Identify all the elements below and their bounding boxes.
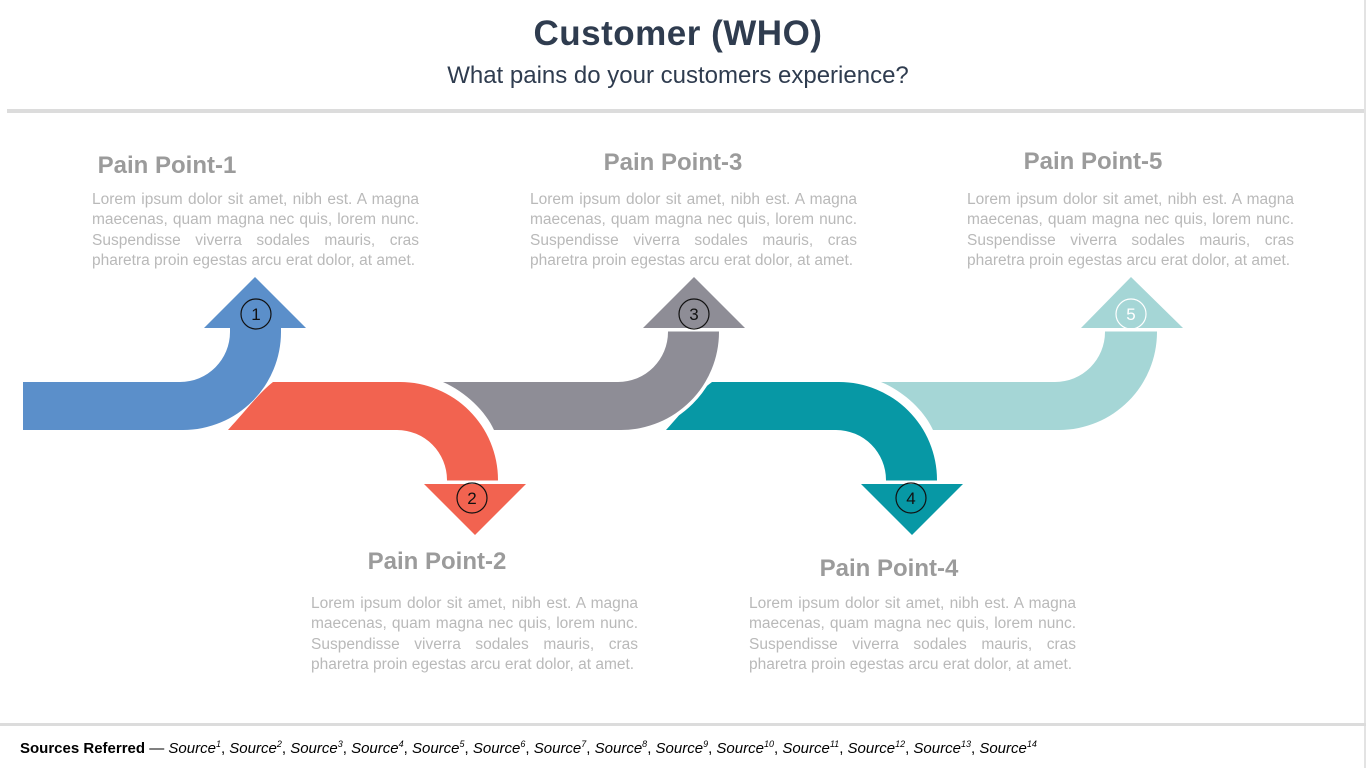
source-number: 4 — [398, 739, 404, 749]
step-badge-2: 2 — [456, 482, 488, 514]
step-badge-1: 1 — [240, 298, 272, 330]
source-word: Source — [655, 740, 704, 757]
arrow-4-body — [662, 378, 941, 488]
source-comma: , — [464, 740, 473, 757]
page-title: Customer (WHO) — [533, 14, 823, 53]
source-word: Source — [716, 740, 764, 757]
pain-point-2-text: Lorem ipsum dolor sit amet, nibh est. A … — [311, 595, 638, 673]
source-link[interactable]: Source2 — [229, 739, 282, 757]
arrow-1-body — [23, 328, 281, 430]
step-number-1: 1 — [251, 305, 260, 324]
source-link[interactable]: Source11 — [782, 739, 840, 757]
source-number: 12 — [895, 739, 906, 749]
arrow-3 — [439, 273, 749, 434]
source-comma: , — [586, 740, 595, 757]
arrow-1 — [23, 277, 306, 430]
pain-point-3-title: Pain Point-3 — [603, 149, 743, 176]
step-badge-3: 3 — [678, 298, 710, 330]
source-link[interactable]: Source3 — [290, 739, 343, 757]
source-number: 11 — [829, 739, 840, 749]
source-word: Source — [913, 740, 961, 757]
step-number-2: 2 — [467, 489, 476, 508]
source-number: 14 — [1026, 739, 1037, 749]
pain-point-1-text: Lorem ipsum dolor sit amet, nibh est. A … — [92, 191, 419, 269]
source-link[interactable]: Source12 — [847, 739, 906, 757]
right-border — [1364, 0, 1366, 768]
arrow-3-body — [439, 324, 723, 434]
sources-footer: Sources Referred — Source1, Source2, Sou… — [20, 739, 1037, 757]
header-divider — [7, 109, 1364, 113]
source-number: 5 — [459, 739, 465, 749]
footer-divider — [0, 723, 1366, 726]
source-number: 2 — [276, 739, 282, 749]
source-link[interactable]: Source14 — [979, 739, 1037, 757]
pain-point-1-title: Pain Point-1 — [97, 152, 237, 179]
source-comma: , — [403, 740, 412, 757]
source-link[interactable]: Source9 — [655, 739, 709, 757]
source-word: Source — [411, 740, 460, 757]
source-comma: , — [839, 740, 848, 757]
source-word: Source — [351, 740, 399, 757]
step-number-4: 4 — [906, 489, 915, 508]
source-comma: , — [647, 740, 656, 757]
pain-point-4-title: Pain Point-4 — [819, 555, 959, 582]
arrow-3-head — [639, 273, 749, 332]
arrow-2-body — [224, 378, 502, 488]
step-badge-5: 5 — [1115, 298, 1147, 330]
source-word: Source — [472, 740, 521, 757]
source-word: Source — [229, 740, 277, 757]
source-link[interactable]: Source6 — [472, 739, 526, 757]
source-link[interactable]: Source4 — [351, 739, 404, 757]
sources-label: Sources Referred — [20, 740, 146, 757]
source-word: Source — [168, 740, 216, 757]
page-subtitle: What pains do your customers experience? — [447, 62, 909, 89]
pain-point-5-title: Pain Point-5 — [1023, 148, 1163, 175]
step-badge-4: 4 — [895, 482, 927, 514]
arrow-4-head — [857, 480, 967, 539]
source-link[interactable]: Source8 — [594, 739, 648, 757]
source-number: 7 — [581, 739, 587, 749]
source-word: Source — [290, 740, 338, 757]
arrow-2 — [224, 378, 530, 539]
sources-separator: — — [145, 740, 169, 757]
source-number: 1 — [215, 739, 221, 749]
source-word: Source — [594, 740, 643, 757]
step-number-5: 5 — [1126, 305, 1135, 324]
source-link[interactable]: Source13 — [913, 739, 971, 757]
source-link[interactable]: Source1 — [168, 739, 221, 757]
arrow-2-head — [420, 480, 530, 539]
source-link[interactable]: Source5 — [411, 739, 465, 757]
source-number: 6 — [520, 739, 526, 749]
source-list: Source1, Source2, Source3, Source4, Sour… — [168, 739, 1037, 757]
source-word: Source — [782, 740, 830, 757]
arrow-5-head — [1077, 273, 1187, 332]
source-comma: , — [281, 740, 291, 757]
source-link[interactable]: Source7 — [533, 739, 587, 757]
source-number: 13 — [960, 739, 971, 749]
pain-point-3-text: Lorem ipsum dolor sit amet, nibh est. A … — [530, 191, 857, 269]
source-comma: , — [342, 740, 352, 757]
source-number: 10 — [763, 739, 774, 749]
arrow-5-body — [877, 324, 1161, 434]
source-comma: , — [708, 740, 717, 757]
pain-point-2-title: Pain Point-2 — [367, 548, 507, 575]
source-word: Source — [533, 740, 582, 757]
source-comma: , — [220, 740, 230, 757]
source-comma: , — [773, 740, 783, 757]
source-comma: , — [970, 740, 980, 757]
source-word: Source — [847, 740, 896, 757]
source-word: Source — [979, 740, 1027, 757]
arrow-5 — [877, 273, 1187, 434]
source-number: 9 — [703, 739, 709, 749]
source-number: 8 — [642, 739, 648, 749]
source-number: 3 — [337, 739, 343, 749]
source-comma: , — [905, 740, 914, 757]
source-link[interactable]: Source10 — [716, 739, 774, 757]
pain-point-4-text: Lorem ipsum dolor sit amet, nibh est. A … — [749, 595, 1076, 673]
pain-point-5-text: Lorem ipsum dolor sit amet, nibh est. A … — [967, 191, 1294, 269]
step-number-3: 3 — [689, 305, 698, 324]
source-comma: , — [525, 740, 534, 757]
arrow-1-head — [204, 277, 306, 328]
